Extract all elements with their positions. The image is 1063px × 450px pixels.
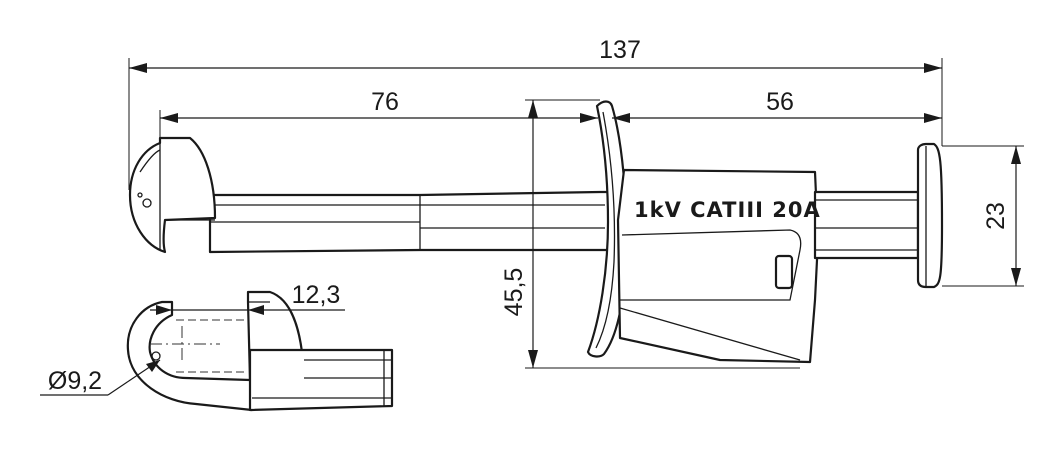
end-cap [916, 142, 944, 289]
dim-tip-to-guard: 76 [371, 88, 399, 116]
test-probe-side-view: 1kV CATIII 20A [128, 100, 944, 364]
probe-rating-marking: 1kV CATIII 20A [634, 198, 821, 222]
dim-hook-opening: 12,3 [292, 281, 341, 309]
dim-overall-length: 137 [599, 36, 641, 64]
probe-hook-tip [128, 136, 217, 254]
plunger-rod [813, 190, 920, 260]
detail-hook-profile [126, 300, 254, 412]
dim-guard-to-end: 56 [766, 88, 794, 116]
dimension-annotations: 137 76 56 23 45,5 12,3 Ø9 [40, 36, 1024, 396]
detail-barrel [248, 348, 394, 412]
handle-latch [774, 254, 794, 290]
hook-detail-view [126, 290, 394, 412]
dim-end-cap-height: 23 [982, 202, 1010, 230]
dim-hook-diameter: Ø9,2 [48, 367, 102, 395]
dim-guard-height: 45,5 [500, 268, 528, 317]
